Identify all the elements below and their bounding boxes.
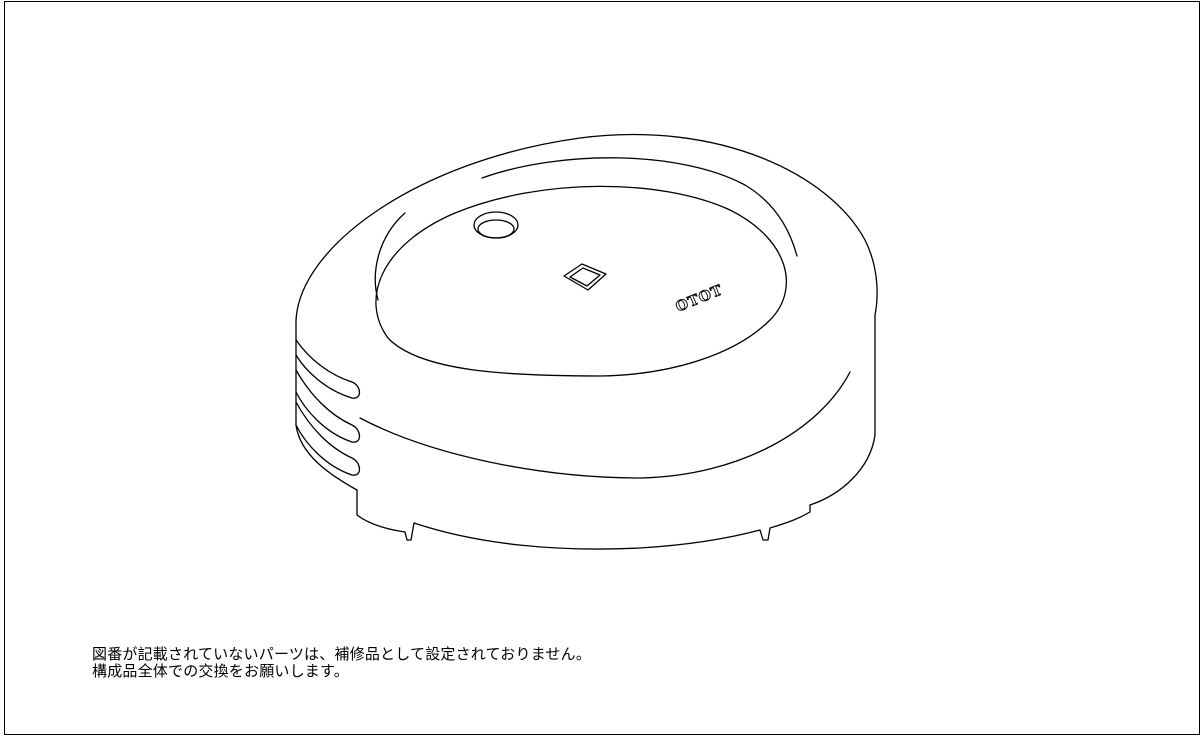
base-bottom-edge [356, 489, 811, 550]
brand-mark: TOTO [673, 283, 725, 316]
drawing-frame [4, 1, 1200, 735]
body-right-side [809, 314, 876, 506]
body-left-side [295, 319, 358, 491]
vent-slot-2 [295, 369, 361, 443]
round-button-inner [477, 219, 515, 239]
diamond-sensor-inner [569, 267, 601, 287]
vent-slot-1 [295, 339, 361, 399]
note-line-1: 図番が記載されていないパーツは、補修品として設定されておりません。 [92, 645, 592, 663]
inner-top-plate [375, 185, 787, 377]
inner-arc-left [374, 212, 406, 301]
lower-rim-curve [359, 371, 851, 479]
inner-arc-top [481, 157, 798, 257]
vent-slot-3 [295, 401, 361, 476]
diamond-sensor [563, 263, 607, 291]
note-text: 図番が記載されていないパーツは、補修品として設定されておりません。 構成品全体で… [92, 646, 591, 680]
note-line-2: 構成品全体での交換をお願いします。 [92, 662, 349, 680]
outer-rim-edge [295, 134, 878, 321]
